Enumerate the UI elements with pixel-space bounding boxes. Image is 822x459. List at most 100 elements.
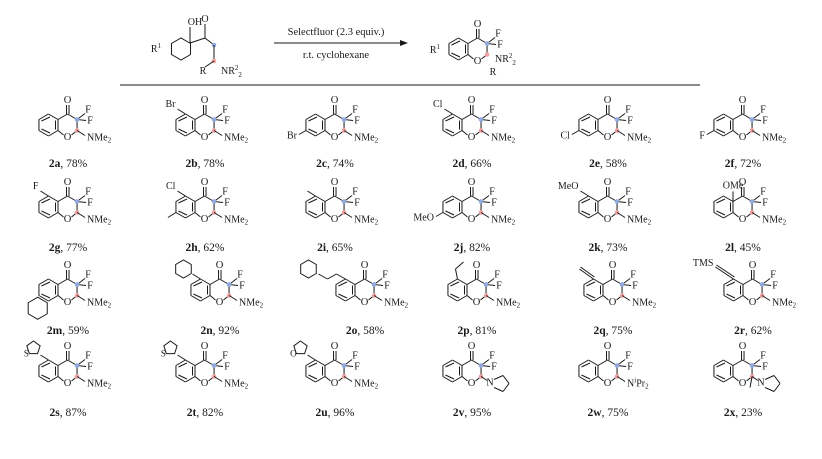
substituent-label: Cl — [166, 181, 176, 192]
pyrrolidine-bond — [773, 375, 781, 384]
r-label: R — [490, 67, 497, 78]
compound-label: 2b, 78% — [186, 158, 225, 170]
benzene-double-bond — [716, 198, 726, 204]
amine-label: NMe2 — [87, 133, 112, 145]
amine-bond — [213, 376, 223, 382]
ring-bond — [732, 130, 739, 136]
substituent-label: F — [699, 131, 705, 142]
compound-yield: 78% — [203, 158, 225, 170]
ring-bond — [194, 376, 201, 382]
benzene-double-bond — [41, 362, 51, 368]
fluorine-label: F — [627, 362, 633, 373]
benzene-bond — [448, 54, 459, 61]
fluorine-label: F — [491, 116, 497, 127]
carbonyl-oxygen: O — [201, 95, 209, 106]
benzene-bond — [335, 295, 346, 302]
ring-oxygen: O — [361, 297, 369, 308]
compound-id: 2h — [185, 242, 198, 254]
benzene-bond — [458, 54, 469, 61]
ring-bond — [57, 359, 68, 366]
benzene-bond — [578, 113, 589, 120]
compound-label: 2g, 77% — [49, 242, 87, 254]
amine-label: NMe2 — [87, 379, 112, 391]
fluorine-label: F — [87, 198, 93, 209]
benzene-double-bond — [716, 116, 726, 122]
fluorinated-carbon-marker — [371, 282, 377, 287]
substituent-bond — [444, 108, 453, 115]
ring-bond — [466, 278, 477, 285]
benzene-bond — [723, 113, 734, 120]
benzene-bond — [200, 295, 211, 302]
fluorine-label: F — [497, 40, 503, 51]
compound-label: 2f, 72% — [725, 158, 761, 170]
amine-bond — [480, 130, 490, 136]
benzene-bond — [175, 195, 186, 202]
fluorinated-carbon-marker — [211, 363, 217, 368]
fluorine-label: F — [354, 362, 360, 373]
fluorinated-carbon-marker — [478, 199, 484, 204]
substituent-label: Br — [287, 131, 298, 142]
ring-bond — [194, 113, 205, 120]
heteroatom-label: S — [24, 349, 29, 359]
amine-nitrogen: N — [757, 378, 764, 389]
substituent-bond — [327, 273, 337, 280]
compound-id: 2x — [723, 407, 736, 419]
carbonyl-oxygen: O — [604, 177, 612, 188]
fused-benzo-ring — [27, 296, 48, 320]
compound-label: 2u, 96% — [316, 407, 355, 419]
fluorine-label: F — [625, 187, 631, 198]
benzene-double-bond — [193, 281, 203, 287]
fluorine-label: F — [85, 105, 91, 116]
compound-yield: 77% — [66, 242, 88, 254]
ring-oxygen: O — [604, 132, 612, 143]
r-label: R — [200, 66, 207, 77]
benzene-bond — [185, 212, 196, 219]
compound-label: 2o, 58% — [346, 325, 384, 337]
carbonyl-oxygen: O — [201, 341, 209, 352]
benzene-bond — [452, 212, 463, 219]
substituent-bond — [192, 273, 201, 280]
carbonyl-oxygen: O — [474, 19, 482, 30]
benzene-double-bond — [586, 281, 596, 287]
benzene-bond — [442, 195, 453, 202]
compound-label: 2j, 82% — [454, 242, 490, 254]
fluorinated-carbon-marker — [211, 117, 217, 122]
fluorine-label: F — [760, 105, 766, 116]
amine-label: NMe2 — [224, 215, 249, 227]
fluorine-label: F — [382, 270, 388, 281]
carbonyl-oxygen: O — [331, 341, 339, 352]
benzene-bond — [315, 376, 326, 383]
substituent-bond — [580, 190, 589, 197]
ring-oxygen: O — [331, 214, 339, 225]
benzene-double-bond — [716, 210, 726, 216]
carbonyl-oxygen: O — [609, 260, 617, 271]
ring-oxygen: O — [201, 132, 209, 143]
compound-label: 2m, 59% — [47, 325, 89, 337]
fluorine-label: F — [224, 198, 230, 209]
carbonyl-oxygen: O — [64, 260, 72, 271]
alkyne-bond — [579, 268, 594, 280]
benzene-double-bond — [716, 374, 726, 380]
ring-bond — [732, 113, 743, 120]
fluorine-label: F — [352, 351, 358, 362]
benzene-bond — [345, 295, 356, 302]
benzene-bond — [175, 359, 186, 366]
fluorinated-carbon-marker — [341, 199, 347, 204]
amine-label: NMe2 — [87, 298, 112, 310]
compound-yield: 75% — [611, 325, 633, 337]
benzene-double-bond — [308, 128, 318, 134]
amine-label: NMe2 — [354, 133, 379, 145]
ring-oxygen: O — [64, 378, 72, 389]
pyrrolidine-bond — [764, 387, 775, 392]
pyrrolidine-bond — [502, 375, 510, 384]
compound-label: 2k, 73% — [589, 242, 628, 254]
ring-bond — [209, 295, 216, 301]
ring-oxygen: O — [749, 297, 757, 308]
hydroxyl-label: OH — [188, 17, 202, 28]
r1-label: R1 — [430, 43, 441, 56]
compound-id: 2t — [186, 407, 197, 419]
